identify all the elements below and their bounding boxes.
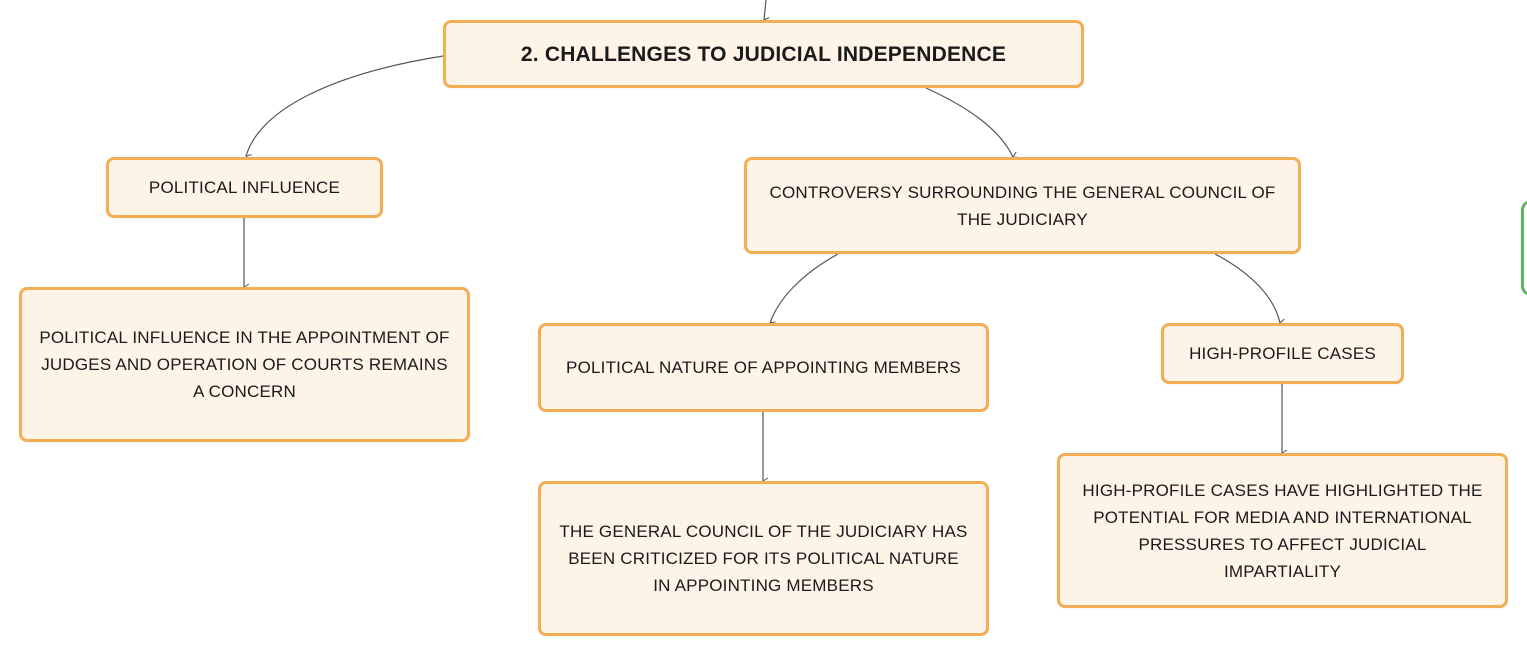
node-political-nature[interactable]: POLITICAL NATURE OF APPOINTING MEMBERS bbox=[538, 323, 989, 412]
node-general-council[interactable]: CONTROVERSY SURROUNDING THE GENERAL COUN… bbox=[744, 157, 1301, 254]
connector-council-to-high-profile bbox=[1214, 253, 1286, 326]
connector-root-to-general-council bbox=[925, 87, 1019, 159]
connector-parent-to-root bbox=[763, 0, 770, 24]
connector-council-to-political-nature bbox=[769, 253, 839, 328]
node-high-profile-cases[interactable]: HIGH-PROFILE CASES bbox=[1161, 323, 1404, 384]
node-political-nature-detail[interactable]: THE GENERAL COUNCIL OF THE JUDICIARY HAS… bbox=[538, 481, 989, 636]
node-political-influence[interactable]: POLITICAL INFLUENCE bbox=[106, 157, 383, 218]
offscreen-node-edge[interactable] bbox=[1521, 200, 1527, 296]
connector-root-to-political-influence bbox=[245, 55, 444, 161]
root-node[interactable]: 2. CHALLENGES TO JUDICIAL INDEPENDENCE bbox=[443, 20, 1084, 88]
node-high-profile-cases-detail[interactable]: HIGH-PROFILE CASES HAVE HIGHLIGHTED THE … bbox=[1057, 453, 1508, 608]
node-political-influence-detail[interactable]: POLITICAL INFLUENCE IN THE APPOINTMENT O… bbox=[19, 287, 470, 442]
